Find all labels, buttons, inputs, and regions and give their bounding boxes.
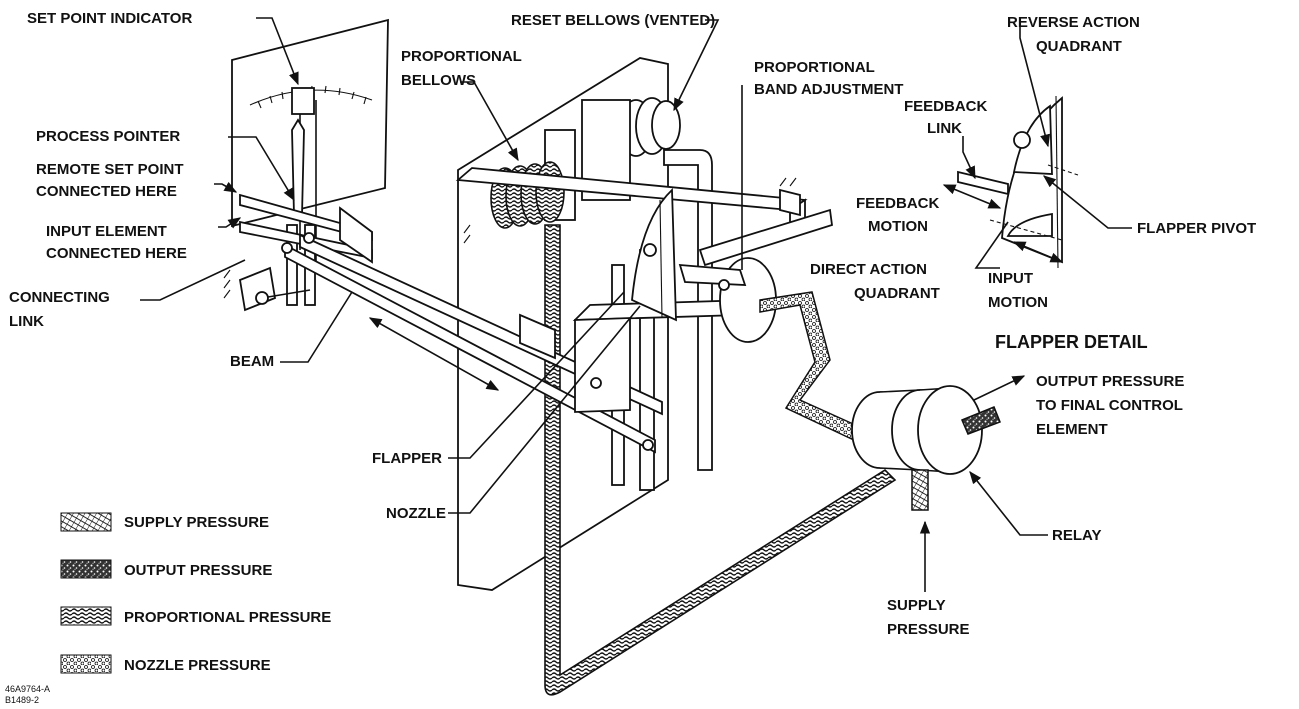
label-input-motion-1: INPUT <box>988 270 1033 287</box>
label-feedback-motion-2: MOTION <box>868 218 928 235</box>
scale-ticks <box>257 85 367 109</box>
legend-label-proportional: PROPORTIONAL PRESSURE <box>124 609 331 626</box>
supply-pressure-stub <box>911 469 929 511</box>
legend-swatch-proportional <box>60 606 112 626</box>
label-nozzle: NOZZLE <box>386 505 446 522</box>
label-process-pointer: PROCESS POINTER <box>36 128 180 145</box>
legend-swatch-supply <box>60 512 112 532</box>
label-reverse-action-1: REVERSE ACTION <box>1007 14 1140 31</box>
label-flapper-detail: FLAPPER DETAIL <box>995 332 1148 352</box>
vertical-post <box>286 224 298 306</box>
label-connecting-link-2: LINK <box>9 313 44 330</box>
label-feedback-link-2: LINK <box>927 120 962 137</box>
legend-swatch-output <box>60 559 112 579</box>
label-output-pressure-3: ELEMENT <box>1036 421 1108 438</box>
label-feedback-link-1: FEEDBACK <box>904 98 988 115</box>
label-connecting-link-1: CONNECTING <box>9 289 110 306</box>
nozzle-pressure-tube <box>759 291 863 444</box>
label-output-pressure-1: OUTPUT PRESSURE <box>1036 373 1184 390</box>
relay <box>851 385 983 475</box>
center-mount <box>519 313 556 360</box>
label-set-point-indicator: SET POINT INDICATOR <box>27 10 192 27</box>
legend-label-output: OUTPUT PRESSURE <box>124 562 272 579</box>
label-proportional-bellows-1: PROPORTIONAL <box>401 48 522 65</box>
output-pressure-stub <box>961 406 1001 435</box>
label-reset-bellows: RESET BELLOWS (VENTED) <box>511 12 715 29</box>
mounting-hatches <box>223 177 797 299</box>
label-remote-set-point-1: REMOTE SET POINT <box>36 161 184 178</box>
label-flapper: FLAPPER <box>372 450 442 467</box>
drawing-number-1: 46A9764-A <box>5 684 50 694</box>
label-reverse-action-2: QUADRANT <box>1036 38 1122 55</box>
lower-support <box>238 266 277 312</box>
label-proportional-bellows-2: BELLOWS <box>401 72 476 89</box>
label-output-pressure-2: TO FINAL CONTROL <box>1036 397 1183 414</box>
reset-pipe <box>663 149 713 471</box>
label-prop-band-adj-1: PROPORTIONAL <box>754 59 875 76</box>
label-input-motion-2: MOTION <box>988 294 1048 311</box>
set-point-indicator <box>291 87 315 115</box>
label-flapper-pivot: FLAPPER PIVOT <box>1137 220 1256 237</box>
label-supply-pressure-1: SUPPLY <box>887 597 946 614</box>
label-feedback-motion-1: FEEDBACK <box>856 195 940 212</box>
legend-label-nozzle: NOZZLE PRESSURE <box>124 657 271 674</box>
flapper-detail-drawing <box>957 95 1079 269</box>
label-supply-pressure-2: PRESSURE <box>887 621 970 638</box>
scale-plate <box>231 18 389 228</box>
legend: SUPPLY PRESSURE OUTPUT PRESSURE PROPORTI… <box>60 512 331 674</box>
legend-label-supply: SUPPLY PRESSURE <box>124 514 269 531</box>
leader-lines <box>140 17 1132 592</box>
label-input-element-1: INPUT ELEMENT <box>46 223 167 240</box>
label-direct-action-2: QUADRANT <box>854 285 940 302</box>
label-input-element-2: CONNECTED HERE <box>46 245 187 262</box>
label-prop-band-adj-2: BAND ADJUSTMENT <box>754 81 903 98</box>
right-frame <box>698 208 833 267</box>
proportional-pressure-tube <box>544 224 897 696</box>
label-direct-action-1: DIRECT ACTION <box>810 261 927 278</box>
label-beam: BEAM <box>230 353 274 370</box>
label-remote-set-point-2: CONNECTED HERE <box>36 183 177 200</box>
label-relay: RELAY <box>1052 527 1101 544</box>
drawing-number-2: B1489-2 <box>5 695 39 705</box>
legend-swatch-nozzle <box>60 654 112 674</box>
process-pointer <box>291 118 305 216</box>
